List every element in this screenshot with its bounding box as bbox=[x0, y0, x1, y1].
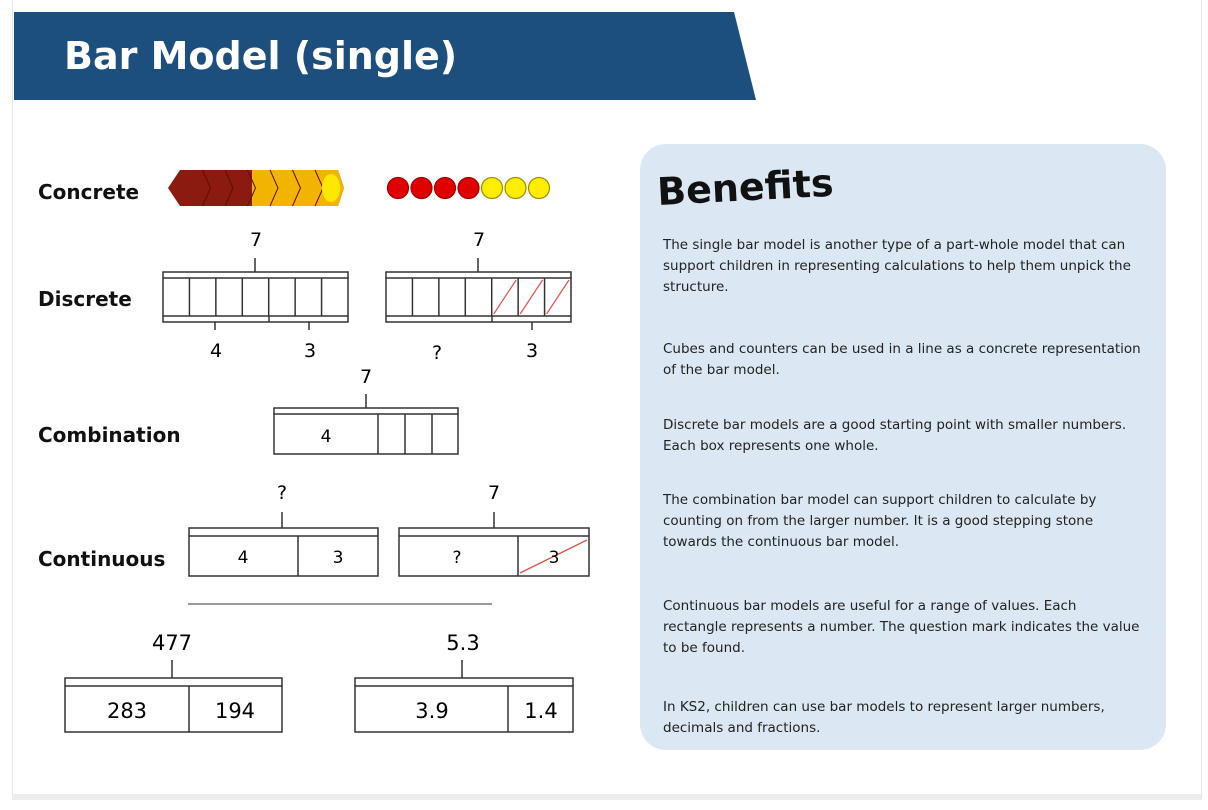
yellow-counter bbox=[480, 176, 504, 200]
continuous-right-crossout bbox=[519, 539, 588, 574]
red-counter bbox=[410, 176, 433, 200]
larger-left-bar bbox=[64, 660, 283, 733]
red-counter bbox=[457, 176, 480, 200]
red-counter bbox=[433, 176, 457, 200]
larger-right-bracket bbox=[354, 660, 574, 686]
larger-right-part-a: 3.9 bbox=[415, 699, 448, 723]
discrete-right-bottom-bracket bbox=[385, 316, 572, 330]
larger-right-total: 5.3 bbox=[446, 631, 479, 655]
larger-left-part-b: 194 bbox=[215, 699, 255, 723]
discrete-right-frame bbox=[385, 277, 572, 317]
row-label-concrete: Concrete bbox=[38, 180, 140, 204]
continuous-right-total: 7 bbox=[488, 482, 500, 504]
concrete-cubes bbox=[168, 169, 344, 207]
discrete-left-part-a: 4 bbox=[210, 340, 222, 362]
continuous-right-part-a: ? bbox=[452, 548, 461, 568]
title-banner bbox=[14, 12, 756, 100]
discrete-right-top-bracket bbox=[385, 258, 572, 278]
cube-train-yellow bbox=[252, 170, 344, 206]
benefits-heading: Benefits bbox=[656, 160, 835, 214]
continuous-left-bar bbox=[188, 512, 379, 577]
continuous-right-part-b: 3 bbox=[549, 548, 560, 568]
discrete-right-total: 7 bbox=[473, 229, 485, 251]
continuous-right-bracket bbox=[398, 512, 590, 536]
crossed-cell-slash bbox=[546, 279, 570, 315]
discrete-left-bar bbox=[162, 258, 349, 330]
cube-divider bbox=[224, 169, 234, 207]
combination-bar bbox=[273, 394, 459, 455]
continuous-left-frame bbox=[188, 535, 379, 577]
concrete-counters bbox=[386, 176, 551, 200]
discrete-left-total: 7 bbox=[250, 229, 262, 251]
row-label-combination: Combination bbox=[38, 423, 181, 447]
cube-divider bbox=[269, 169, 279, 207]
benefit-paragraph: Cubes and counters can be used in a line… bbox=[663, 341, 1141, 378]
yellow-counter bbox=[527, 176, 551, 200]
discrete-right-bar bbox=[385, 258, 572, 330]
larger-left-total: 477 bbox=[152, 631, 192, 655]
discrete-left-top-bracket bbox=[162, 258, 349, 278]
page-title: Bar Model (single) bbox=[64, 34, 458, 78]
benefit-paragraph: In KS2, children can use bar models to r… bbox=[663, 699, 1105, 736]
continuous-right-bar bbox=[398, 512, 590, 577]
continuous-left-total: ? bbox=[277, 482, 287, 504]
combination-bracket bbox=[273, 394, 459, 414]
larger-right-part-b: 1.4 bbox=[524, 699, 557, 723]
discrete-right-part-b: 3 bbox=[526, 340, 538, 362]
discrete-right-part-a: ? bbox=[432, 342, 442, 364]
larger-left-bracket bbox=[64, 660, 283, 686]
continuous-right-frame bbox=[398, 535, 590, 577]
cube-divider bbox=[247, 169, 257, 207]
cube-divider bbox=[202, 169, 212, 207]
continuous-left-bracket bbox=[188, 512, 379, 536]
row-label-discrete: Discrete bbox=[38, 287, 132, 311]
cube-end bbox=[322, 174, 340, 202]
combination-total: 7 bbox=[360, 366, 372, 388]
discrete-left-frame bbox=[162, 277, 349, 317]
row-label-continuous: Continuous bbox=[38, 547, 166, 571]
cube-divider bbox=[292, 169, 302, 207]
combination-cells bbox=[377, 414, 433, 454]
combination-part: 4 bbox=[321, 427, 332, 447]
discrete-left-bottom-bracket bbox=[162, 316, 349, 330]
combination-frame bbox=[273, 413, 459, 455]
benefits-panel bbox=[640, 144, 1166, 750]
continuous-left-part-a: 4 bbox=[238, 548, 249, 568]
yellow-counter bbox=[504, 176, 527, 200]
continuous-left-part-b: 3 bbox=[333, 548, 344, 568]
larger-right-bar bbox=[354, 660, 574, 733]
benefit-paragraph: Discrete bar models are a good starting … bbox=[663, 417, 1127, 454]
benefit-paragraph: The combination bar model can support ch… bbox=[663, 492, 1097, 550]
larger-left-frame bbox=[64, 685, 283, 733]
larger-left-part-a: 283 bbox=[107, 699, 147, 723]
larger-right-frame bbox=[354, 685, 574, 733]
discrete-left-part-b: 3 bbox=[304, 340, 316, 362]
crossed-cell-slash bbox=[519, 279, 544, 315]
benefit-paragraph: Continuous bar models are useful for a r… bbox=[663, 598, 1140, 656]
crossed-cell-slash bbox=[493, 279, 517, 315]
red-counter bbox=[386, 176, 410, 200]
benefit-paragraph: The single bar model is another type of … bbox=[663, 237, 1131, 295]
